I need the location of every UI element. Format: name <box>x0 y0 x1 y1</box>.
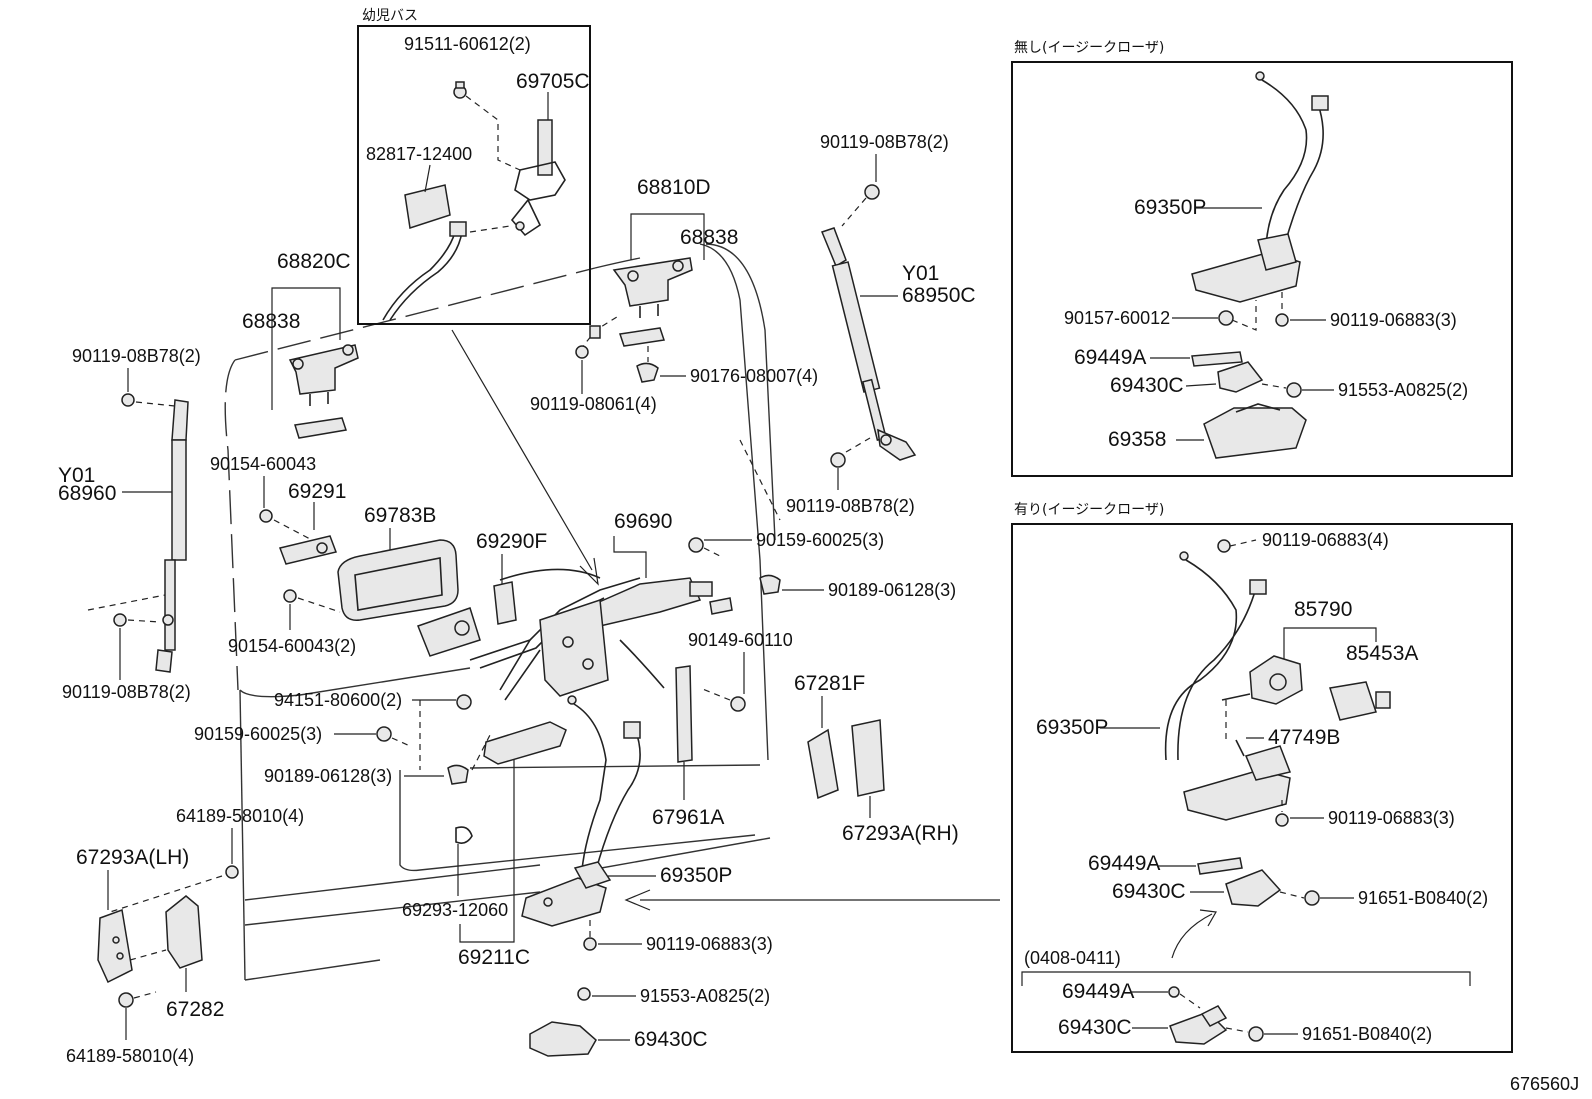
label-69449A-with: 69449A <box>1088 852 1160 875</box>
label-68950C: 68950C <box>902 284 976 307</box>
label-90149-60110: 90149-60110 <box>688 630 793 650</box>
label-68820C: 68820C <box>277 250 351 273</box>
inset-child-bus-frame <box>357 25 591 325</box>
label-90157-60012: 90157-60012 <box>1064 308 1170 328</box>
date-range: (0408-0411) <box>1024 948 1121 968</box>
label-69430C-with: 69430C <box>1112 880 1186 903</box>
inset-child-bus: 幼児バス 91511-60612(2) 69705C 82817-12400 <box>357 8 591 325</box>
label-82817-plate <box>404 184 451 229</box>
inset-no-closer-frame <box>1011 61 1513 477</box>
label-90119-08B78-tl: 90119-08B78(2) <box>72 346 201 366</box>
label-68960: 68960 <box>58 482 116 505</box>
label-90119-08B78-bl: 90119-08B78(2) <box>62 682 191 702</box>
inset-with-closer-title: 有り(イージークローザ) <box>1014 502 1164 518</box>
lower-fasteners: 94151-80600(2) 90159-60025(3) 90189-0612… <box>194 690 567 969</box>
label-91651-B0840-with: 91651-B0840(2) <box>1358 888 1488 908</box>
label-69291: 69291 <box>288 480 346 503</box>
label-90159-60025-r: 90159-60025(3) <box>756 530 884 550</box>
label-69690: 69690 <box>614 510 672 533</box>
main-cable-closer: 69350P 67961A 90119-06883(3) 91553-A0825… <box>451 329 1000 1057</box>
hinge-bolts: 90119-08061(4) 90176-08007(4) <box>530 314 818 414</box>
lock-assembly: 69290F 69690 90159-60025(3) 90189-06128(… <box>417 510 956 712</box>
label-90154-60043-2: 90154-60043(2) <box>228 636 356 656</box>
label-67282: 67282 <box>166 998 224 1021</box>
label-91553-A0825-main: 91553-A0825(2) <box>640 986 770 1006</box>
label-90159-60025-l: 90159-60025(3) <box>194 724 322 744</box>
label-90119-06883-with-b: 90119-06883(3) <box>1328 808 1455 828</box>
label-69430C-with-2: 69430C <box>1058 1016 1132 1039</box>
inset-with-closer-frame <box>1011 523 1513 1053</box>
label-91511-60612: 91511-60612(2) <box>404 34 531 54</box>
stay-right-68950C: 90119-08B78(2) Y01 68950C 90119-08B78(2) <box>739 132 976 521</box>
label-67281F: 67281F <box>794 672 865 695</box>
label-69211C: 69211C <box>458 946 530 969</box>
inset-child-bus-title: 幼児バス <box>362 8 418 24</box>
label-91553-A0825-no-closer: 91553-A0825(2) <box>1338 380 1468 400</box>
label-69705C: 69705C <box>516 70 590 93</box>
label-90176-08007: 90176-08007(4) <box>690 366 818 386</box>
label-Y01-right: Y01 <box>902 262 939 285</box>
inset-no-closer: 無し(イージークローザ) 69350P 90157-60012 90119-06… <box>1011 40 1513 477</box>
label-69449A-with-2: 69449A <box>1062 980 1134 1003</box>
label-90189-06128-l: 90189-06128(3) <box>264 766 392 786</box>
label-90189-06128-r: 90189-06128(3) <box>828 580 956 600</box>
label-64189-58010-b: 64189-58010(4) <box>66 1046 194 1066</box>
label-Y01-left: Y01 <box>58 464 95 487</box>
label-68838-right: 68838 <box>680 226 738 249</box>
label-90119-08061: 90119-08061(4) <box>530 394 657 414</box>
label-67293A-LH: 67293A(LH) <box>76 846 189 869</box>
striker-parts: 67281F 67293A(RH) 64189-58010(4) 67293A(… <box>66 672 959 1066</box>
label-90119-06883-main: 90119-06883(3) <box>646 934 773 954</box>
label-90119-06883-no-closer: 90119-06883(3) <box>1330 310 1457 330</box>
hinge-right: 68810D 68838 <box>612 176 738 347</box>
back-door-outline <box>224 243 776 981</box>
inset-no-closer-title: 無し(イージークローザ) <box>1014 40 1164 56</box>
inset-with-closer: 有り(イージークローザ) 90119-06883(4) 69350P 85790… <box>1011 502 1513 1053</box>
label-69350P-with: 69350P <box>1036 716 1108 739</box>
label-69783B: 69783B <box>364 504 436 527</box>
label-82817-12400: 82817-12400 <box>366 144 472 164</box>
label-64189-58010-t: 64189-58010(4) <box>176 806 304 826</box>
stay-left-68960: 90119-08B78(2) Y01 68960 90119-08B78(2) <box>58 346 201 702</box>
label-69358: 69358 <box>1108 428 1166 451</box>
label-69430C-main: 69430C <box>634 1028 708 1051</box>
switch-69705C <box>510 119 566 237</box>
handle-garnish: 90154-60043 69291 69783B 90154-60043(2) <box>210 454 459 656</box>
diagram-id: 676560J <box>1510 1074 1579 1094</box>
label-90154-60043: 90154-60043 <box>210 454 316 474</box>
bolt-91511 <box>453 81 467 99</box>
label-67961A: 67961A <box>652 806 724 829</box>
label-69430C-no-closer: 69430C <box>1110 374 1184 397</box>
label-47749B: 47749B <box>1268 726 1340 749</box>
label-67293A-RH: 67293A(RH) <box>842 822 959 845</box>
label-94151-80600: 94151-80600(2) <box>274 690 402 710</box>
label-69293-12060: 69293-12060 <box>402 900 508 920</box>
label-69290F: 69290F <box>476 530 547 553</box>
label-90119-06883-with-t: 90119-06883(4) <box>1262 530 1389 550</box>
label-69350P-no-closer: 69350P <box>1134 196 1206 219</box>
label-90119-08B78-br: 90119-08B78(2) <box>786 496 915 516</box>
label-90119-08B78-tr: 90119-08B78(2) <box>820 132 949 152</box>
label-91651-B0840-with-2: 91651-B0840(2) <box>1302 1024 1432 1044</box>
label-68810D: 68810D <box>637 176 711 199</box>
label-85790: 85790 <box>1294 598 1352 621</box>
hinge-left: 68820C 68838 <box>242 250 359 439</box>
label-85453A: 85453A <box>1346 642 1418 665</box>
wire-harness-child <box>382 221 511 321</box>
label-68838-left: 68838 <box>242 310 300 333</box>
label-69350P-main: 69350P <box>660 864 732 887</box>
label-69449A-no-closer: 69449A <box>1074 346 1146 369</box>
